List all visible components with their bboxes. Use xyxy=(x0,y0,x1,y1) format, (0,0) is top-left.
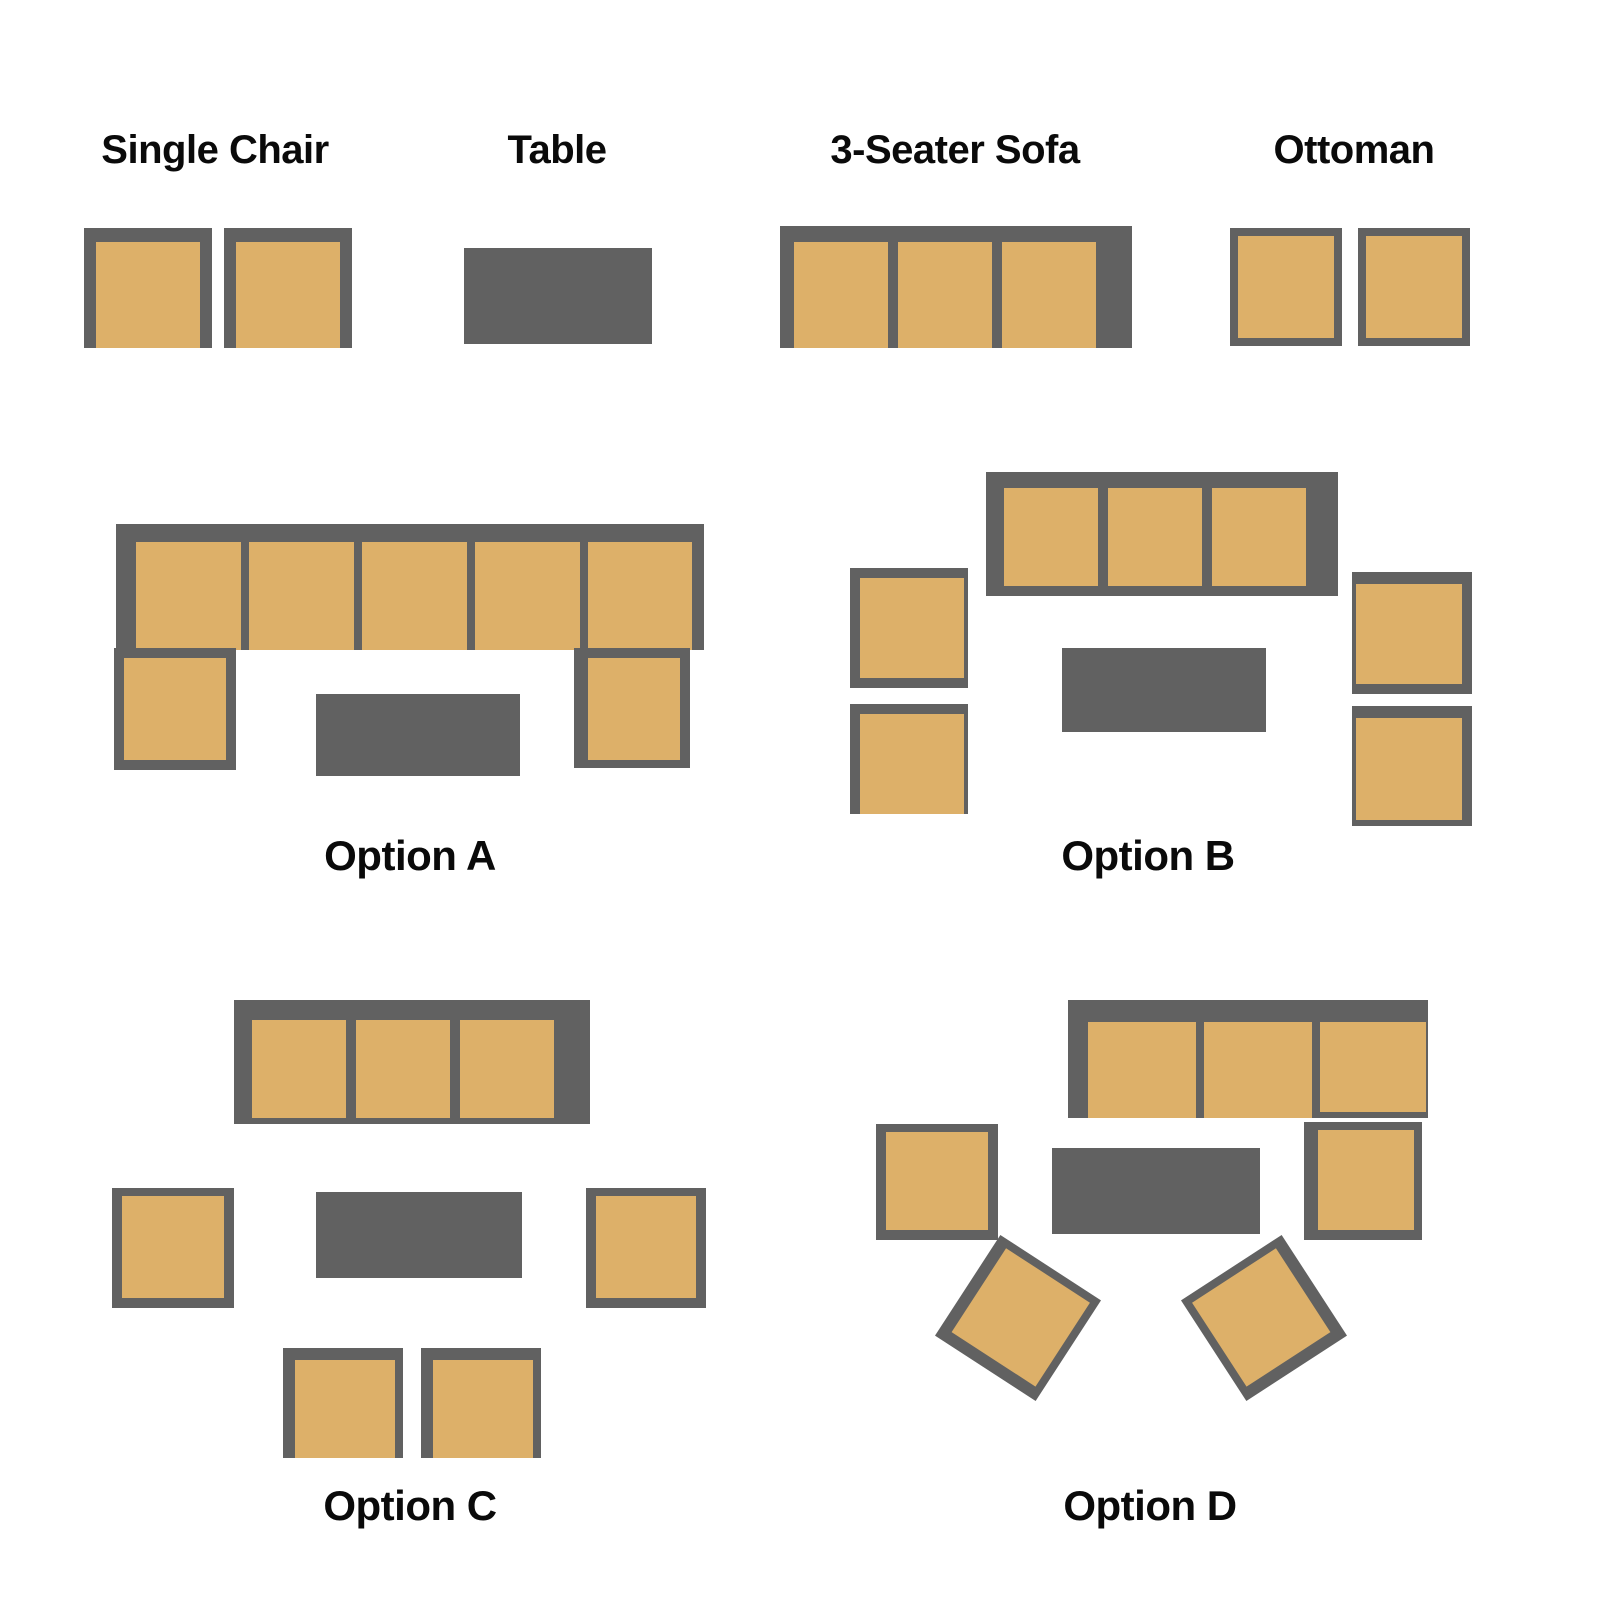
sofa-cushion-3 xyxy=(362,542,467,650)
option-c-chair-bottom-left xyxy=(283,1348,403,1458)
legend-ottoman-1 xyxy=(1230,228,1342,346)
option-b-chair-right-top xyxy=(1352,572,1472,694)
option-c-sofa xyxy=(234,1000,590,1124)
sofa-cushion-5 xyxy=(588,542,692,650)
option-c-chair-right xyxy=(586,1188,706,1308)
option-d-label: Option D xyxy=(1063,1482,1237,1529)
legend-single-chair-2 xyxy=(224,228,352,348)
option-c-chair-bottom-right xyxy=(421,1348,541,1458)
cushion xyxy=(1356,718,1462,820)
option-d-table xyxy=(1052,1148,1260,1234)
sofa-cushion-2 xyxy=(356,1020,450,1118)
cushion xyxy=(433,1360,533,1458)
legend-sofa xyxy=(780,226,1132,348)
sofa-cushion-1 xyxy=(252,1020,346,1118)
option-c-chair-left xyxy=(112,1188,234,1308)
option-b-chair-left-top xyxy=(850,568,968,688)
cushion xyxy=(1192,1248,1331,1387)
option-b-table xyxy=(1062,648,1266,732)
sofa-cushion-2 xyxy=(898,242,992,348)
option-c-table xyxy=(316,1192,522,1278)
cushion xyxy=(886,1132,988,1230)
cushion xyxy=(588,658,680,760)
option-b-label: Option B xyxy=(1061,832,1235,879)
legend-ottoman-2 xyxy=(1358,228,1470,346)
sofa-cushion-2 xyxy=(249,542,354,650)
sofa-cushion-4 xyxy=(475,542,580,650)
option-b-chair-right-bottom xyxy=(1352,706,1472,826)
option-d-chair-angled-right xyxy=(1181,1235,1347,1401)
cushion xyxy=(124,658,226,760)
option-d-sectional-corner xyxy=(1304,1122,1422,1240)
option-a-label: Option A xyxy=(324,832,496,879)
option-b-chair-left-bottom xyxy=(850,704,968,814)
sofa-cushion-3-corner xyxy=(1320,1022,1426,1112)
sofa-cushion-3 xyxy=(460,1020,554,1118)
option-d-chair-angled-left xyxy=(935,1235,1101,1401)
legend-label-table: Table xyxy=(507,128,607,172)
sofa-cushion-1 xyxy=(1088,1022,1196,1118)
legend-single-chair-1 xyxy=(84,228,212,348)
option-a-corner-unit xyxy=(574,648,690,768)
cushion xyxy=(295,1360,395,1458)
option-a-table xyxy=(316,694,520,776)
cushion xyxy=(96,242,200,348)
cushion xyxy=(951,1248,1090,1387)
option-a-chair-left xyxy=(114,648,236,770)
cushion xyxy=(236,242,340,348)
option-d-chair-left xyxy=(876,1124,998,1240)
cushion xyxy=(1366,236,1462,338)
sofa-cushion-1 xyxy=(136,542,241,650)
cushion xyxy=(860,578,964,678)
sofa-cushion-1 xyxy=(794,242,888,348)
sofa-cushion-3 xyxy=(1002,242,1096,348)
sofa-cushion-2 xyxy=(1204,1022,1312,1118)
legend-table xyxy=(464,248,652,344)
legend-label-single-chair: Single Chair xyxy=(101,128,329,172)
cushion xyxy=(1318,1130,1414,1230)
sofa-cushion-1 xyxy=(1004,488,1098,586)
cushion xyxy=(122,1196,224,1298)
cushion xyxy=(1356,584,1462,684)
option-b-sofa xyxy=(986,472,1338,596)
cushion xyxy=(1238,236,1334,338)
legend-label-ottoman: Ottoman xyxy=(1273,128,1435,172)
option-a-sofa-5seat xyxy=(116,524,704,650)
sofa-cushion-3 xyxy=(1212,488,1306,586)
option-c-label: Option C xyxy=(323,1482,497,1529)
legend-label-sofa: 3-Seater Sofa xyxy=(830,128,1080,172)
cushion xyxy=(860,714,964,814)
option-d-sectional-top xyxy=(1068,1000,1428,1118)
sofa-cushion-2 xyxy=(1108,488,1202,586)
cushion xyxy=(596,1196,696,1298)
